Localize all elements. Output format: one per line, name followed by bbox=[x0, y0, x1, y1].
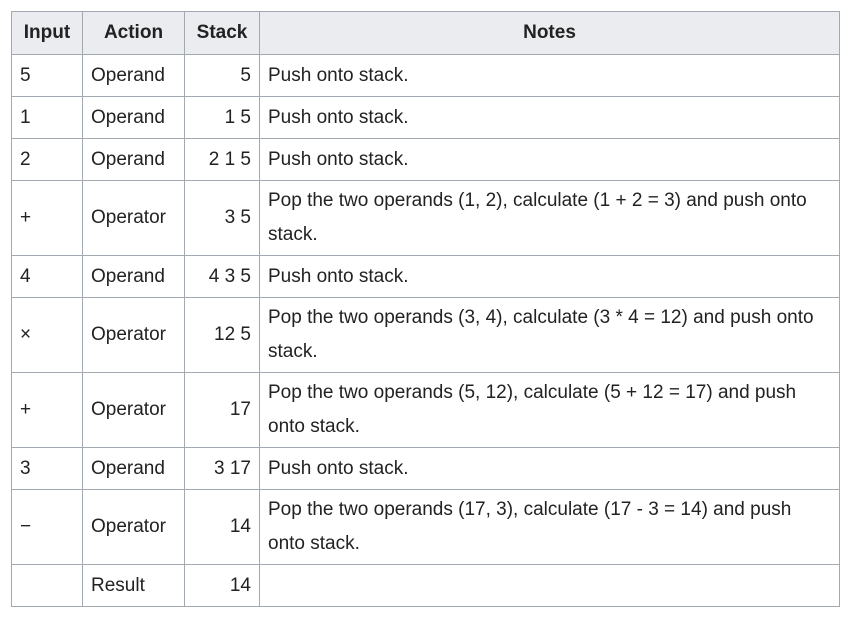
table-header-row: Input Action Stack Notes bbox=[11, 11, 840, 55]
table-row: 1 Operand 1 5 Push onto stack. bbox=[11, 96, 840, 139]
table-row: 4 Operand 4 3 5 Push onto stack. bbox=[11, 255, 840, 298]
table-row: 5 Operand 5 Push onto stack. bbox=[11, 54, 840, 97]
cell-input: 2 bbox=[11, 138, 83, 181]
cell-stack: 3 5 bbox=[184, 180, 260, 256]
rpn-evaluation-table-wrapper: Input Action Stack Notes 5 Operand 5 Pus… bbox=[11, 11, 840, 607]
table-row: + Operator 3 5 Pop the two operands (1, … bbox=[11, 180, 840, 256]
rpn-evaluation-table: Input Action Stack Notes 5 Operand 5 Pus… bbox=[11, 11, 840, 607]
cell-action: Operator bbox=[82, 489, 185, 565]
cell-input bbox=[11, 564, 83, 607]
cell-action: Result bbox=[82, 564, 185, 607]
cell-stack: 4 3 5 bbox=[184, 255, 260, 298]
cell-input: × bbox=[11, 297, 83, 373]
cell-notes: Push onto stack. bbox=[259, 138, 840, 181]
cell-action: Operand bbox=[82, 447, 185, 490]
cell-action: Operator bbox=[82, 297, 185, 373]
cell-input: 1 bbox=[11, 96, 83, 139]
cell-stack: 14 bbox=[184, 564, 260, 607]
table-row: Result 14 bbox=[11, 564, 840, 607]
cell-input: 4 bbox=[11, 255, 83, 298]
header-notes: Notes bbox=[259, 11, 840, 55]
header-input: Input bbox=[11, 11, 83, 55]
cell-notes: Pop the two operands (5, 12), calculate … bbox=[259, 372, 840, 448]
cell-notes: Push onto stack. bbox=[259, 54, 840, 97]
cell-notes: Push onto stack. bbox=[259, 96, 840, 139]
header-stack: Stack bbox=[184, 11, 260, 55]
cell-action: Operator bbox=[82, 372, 185, 448]
cell-stack: 3 17 bbox=[184, 447, 260, 490]
cell-input: + bbox=[11, 180, 83, 256]
cell-stack: 17 bbox=[184, 372, 260, 448]
cell-notes: Pop the two operands (1, 2), calculate (… bbox=[259, 180, 840, 256]
cell-input: 5 bbox=[11, 54, 83, 97]
cell-stack: 2 1 5 bbox=[184, 138, 260, 181]
cell-action: Operator bbox=[82, 180, 185, 256]
cell-input: − bbox=[11, 489, 83, 565]
table-row: × Operator 12 5 Pop the two operands (3,… bbox=[11, 297, 840, 373]
cell-notes: Pop the two operands (17, 3), calculate … bbox=[259, 489, 840, 565]
cell-input: 3 bbox=[11, 447, 83, 490]
cell-notes: Push onto stack. bbox=[259, 255, 840, 298]
cell-stack: 5 bbox=[184, 54, 260, 97]
cell-stack: 1 5 bbox=[184, 96, 260, 139]
cell-input: + bbox=[11, 372, 83, 448]
cell-action: Operand bbox=[82, 96, 185, 139]
table-row: 2 Operand 2 1 5 Push onto stack. bbox=[11, 138, 840, 181]
cell-action: Operand bbox=[82, 138, 185, 181]
cell-notes: Push onto stack. bbox=[259, 447, 840, 490]
cell-stack: 12 5 bbox=[184, 297, 260, 373]
cell-action: Operand bbox=[82, 255, 185, 298]
table-row: − Operator 14 Pop the two operands (17, … bbox=[11, 489, 840, 565]
cell-notes: Pop the two operands (3, 4), calculate (… bbox=[259, 297, 840, 373]
header-action: Action bbox=[82, 11, 185, 55]
cell-action: Operand bbox=[82, 54, 185, 97]
table-row: 3 Operand 3 17 Push onto stack. bbox=[11, 447, 840, 490]
cell-notes bbox=[259, 564, 840, 607]
cell-stack: 14 bbox=[184, 489, 260, 565]
table-row: + Operator 17 Pop the two operands (5, 1… bbox=[11, 372, 840, 448]
